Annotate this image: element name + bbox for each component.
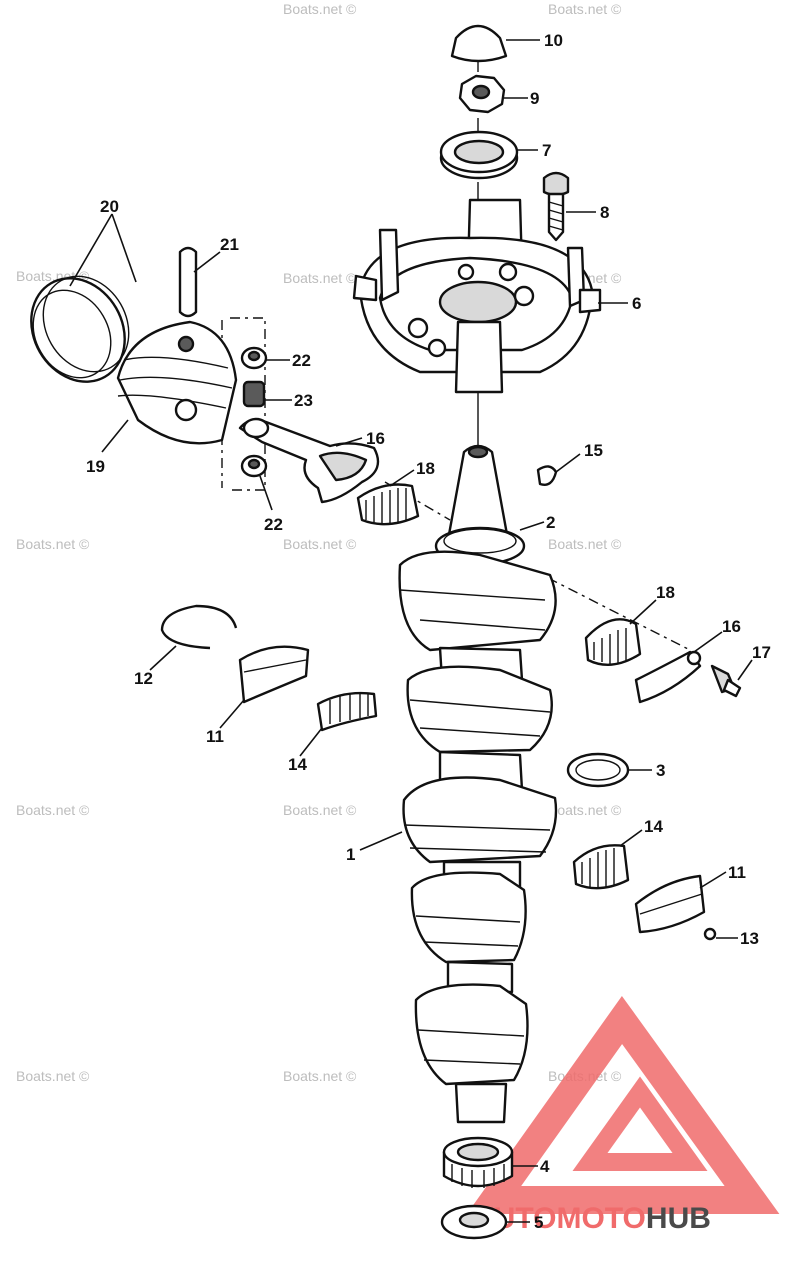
watermark: Boats.net ©: [283, 270, 357, 286]
part-22-thrust-washer-bottom: [240, 454, 268, 478]
leader-lines: [69, 39, 753, 1223]
callout-15: 15: [584, 441, 603, 460]
brand-text-moto: MOTO: [556, 1202, 645, 1235]
part-16-connecting-rod: [238, 417, 380, 504]
watermark: Boats.net ©: [16, 1068, 90, 1084]
callout-8: 8: [600, 203, 609, 222]
part-11-main-bearing-race-left: [238, 645, 310, 704]
callout-22-bottom: 22: [264, 515, 283, 534]
brand-text-hub: HUB: [646, 1202, 711, 1235]
callout-22-top: 22: [292, 351, 311, 370]
watermark: Boats.net ©: [548, 536, 622, 552]
part-3-seal-ring: [566, 752, 630, 788]
callout-16-upper: 16: [366, 429, 385, 448]
callout-2: 2: [546, 513, 555, 532]
callout-11-left: 11: [206, 727, 224, 746]
part-12-retaining-ring: [160, 604, 238, 650]
part-8-bolt: [542, 171, 570, 242]
part-18-rod-needle-bearing-left: [356, 483, 420, 526]
callout-10: 10: [544, 31, 563, 50]
callout-21: 21: [220, 235, 239, 254]
part-20-piston-rings: [30, 275, 130, 383]
part-15-woodruff-key: [536, 465, 558, 486]
callout-12: 12: [134, 669, 153, 688]
callout-3: 3: [656, 761, 665, 780]
part-4-lower-needle-bearing: [442, 1136, 514, 1188]
watermark: Boats.net ©: [283, 802, 357, 818]
callout-16-right: 16: [722, 617, 741, 636]
part-1-crankshaft: [398, 444, 558, 1124]
watermarks: Boats.net © Boats.net © Boats.net © Boat…: [16, 1, 622, 1084]
part-16-rod-cap-right: [634, 650, 702, 704]
callout-14-right: 14: [644, 817, 663, 836]
part-9-nut: [458, 74, 506, 114]
watermark: Boats.net ©: [283, 1, 357, 17]
callout-1: 1: [346, 845, 355, 864]
callout-20: 20: [100, 197, 119, 216]
bearing-assembly-bracket: [230, 317, 266, 491]
callout-6: 6: [632, 294, 641, 313]
part-7-oil-seal: [439, 130, 519, 180]
part-21-piston-pin: [178, 246, 198, 318]
part-14-main-bearing-right: [572, 844, 630, 890]
part-14-main-bearing-left: [316, 691, 378, 732]
brand-triangle-icon: [466, 995, 780, 1214]
callout-11-right: 11: [728, 863, 746, 882]
callout-numbers: 1 2 3 4 5 6 7 8 9 10 11 11 12 13 14 14 1…: [86, 31, 771, 1232]
part-23-wrist-pin-bearing: [242, 380, 266, 408]
callout-18-left: 18: [416, 459, 435, 478]
part-22-thrust-washer-top: [240, 346, 268, 370]
svg-text:AUTOMOTOHUB: AUTOMOTOHUB: [472, 1202, 711, 1235]
assembly-centerlines: [221, 60, 691, 651]
part-18-rod-needle-bearing-right: [584, 618, 642, 666]
watermark: Boats.net ©: [548, 1, 622, 17]
callout-18-right: 18: [656, 583, 675, 602]
callout-14-left: 14: [288, 755, 307, 774]
part-17-rod-bolt: [710, 664, 742, 698]
callout-9: 9: [530, 89, 539, 108]
callout-19: 19: [86, 457, 105, 476]
callout-23: 23: [294, 391, 313, 410]
callout-17: 17: [752, 643, 771, 662]
part-5-lower-seal: [440, 1204, 508, 1240]
part-6-upper-bearing-housing: [352, 198, 602, 394]
part-11-main-bearing-race-right: [634, 874, 706, 934]
centerline: [384, 481, 451, 521]
part-19-piston: [116, 320, 238, 445]
part-10-cap: [450, 24, 508, 63]
callout-5: 5: [534, 1213, 543, 1232]
watermark: Boats.net ©: [548, 802, 622, 818]
callout-7: 7: [542, 141, 551, 160]
centerline: [547, 577, 691, 651]
watermark: Boats.net ©: [16, 802, 90, 818]
watermark: Boats.net ©: [283, 536, 357, 552]
watermark: Boats.net ©: [283, 1068, 357, 1084]
watermark: Boats.net ©: [16, 536, 90, 552]
brand-logo: AUTOMOTOHUB: [466, 995, 780, 1235]
brand-triangle-inner-icon: [572, 1076, 708, 1171]
callout-4: 4: [540, 1157, 550, 1176]
part-13-locating-pin: [703, 927, 717, 941]
callout-13: 13: [740, 929, 759, 948]
